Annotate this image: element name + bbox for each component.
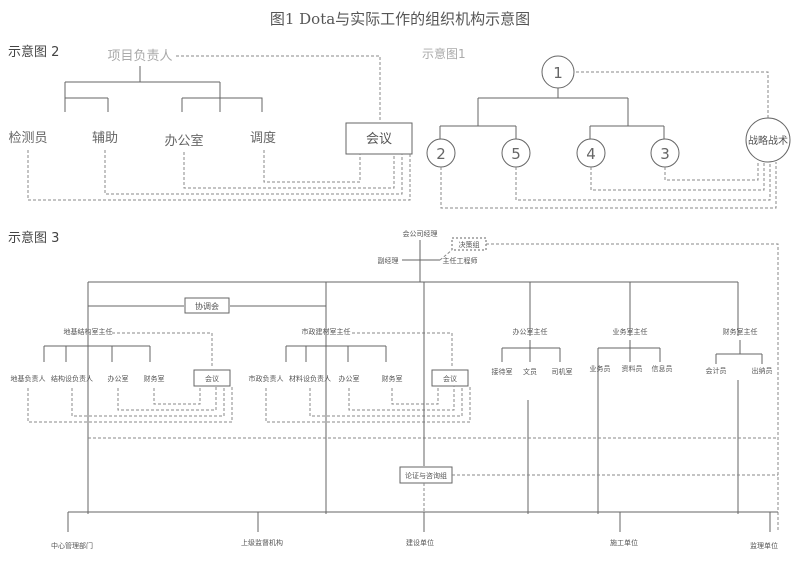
group-1-member-1: 地基负责人 <box>11 374 46 383</box>
diagram-2-meeting-box <box>345 122 413 155</box>
diagram-2-label: 示意图 2 <box>8 44 59 60</box>
group-4-member-2: 资料员 <box>622 364 643 373</box>
diagram-3-consulting: 论证与咨询组 <box>405 471 447 480</box>
diagram-3-review: 决策组 <box>459 240 480 249</box>
diagram-2-child-3: 办公室 <box>164 133 203 149</box>
diagram-3-coordination-box <box>184 297 230 314</box>
group-2-meeting-box <box>431 369 469 387</box>
diagram-2-child-4: 调度 <box>250 130 276 146</box>
diagram-3-label: 示意图 3 <box>8 230 59 246</box>
diagram-2-meeting: 会议 <box>366 132 392 147</box>
group-2-member-1: 市政负责人 <box>249 374 284 383</box>
diagram-1-root: 1 <box>553 64 563 82</box>
group-2-member-4: 财务室 <box>382 374 403 383</box>
bottom-unit-1: 中心管理部门 <box>51 541 93 550</box>
diagram-3-deputy: 副经理 <box>378 256 399 265</box>
diagram-1-strategy-node <box>745 117 791 163</box>
bottom-unit-4: 施工单位 <box>610 538 638 547</box>
group-5-member-1: 会计员 <box>706 366 727 375</box>
diagram-1-child-3: 4 <box>586 145 596 163</box>
group-1-meeting-box <box>193 369 231 387</box>
bottom-unit-3: 建设单位 <box>406 538 434 547</box>
group-5-head: 财务室主任 <box>723 327 758 336</box>
group-4-member-1: 业务员 <box>590 364 611 373</box>
diagram-1: 示意图1 1 2 5 4 3 战略战术 <box>422 46 791 209</box>
group-3-member-1: 接待室 <box>492 367 513 376</box>
group-2-member-2: 材料设负责人 <box>289 374 331 383</box>
group-2-member-3: 办公室 <box>339 374 360 383</box>
diagram-2-root: 项目负责人 <box>107 49 172 64</box>
group-1-member-4: 财务室 <box>144 374 165 383</box>
group-1-meeting: 会议 <box>205 374 219 383</box>
diagram-3-chief-engineer: 主任工程师 <box>443 256 478 265</box>
diagram-2-child-2: 辅助 <box>92 131 118 146</box>
diagram-1-child-1: 2 <box>436 145 446 163</box>
diagram-2: 示意图 2 项目负责人 检测员 辅助 办公室 调度 会议 <box>8 44 413 201</box>
group-2-meeting: 会议 <box>443 374 457 383</box>
group-3-member-2: 文员 <box>523 367 537 376</box>
diagram-1-label: 示意图1 <box>422 46 466 61</box>
group-4-member-3: 信息员 <box>652 364 673 373</box>
diagram-2-child-1: 检测员 <box>8 131 47 146</box>
diagram-3-top: 会公司经理 <box>403 229 438 238</box>
group-3-member-3: 司机室 <box>552 367 573 376</box>
diagram-1-child-2: 5 <box>511 145 521 163</box>
figure-title: 图1 Dota与实际工作的组织机构示意图 <box>270 10 530 28</box>
diagram-3-coordination: 协调会 <box>195 301 219 311</box>
diagram-1-child-4: 3 <box>660 145 670 163</box>
diagram-1-strategy: 战略战术 <box>748 134 788 147</box>
group-5-member-2: 出纳员 <box>752 366 773 375</box>
bottom-unit-2: 上级监督机构 <box>241 538 283 547</box>
diagram-3: 示意图 3 会公司经理 决策组 副经理 主任工程师 协调会 地基结构室主任 地基… <box>8 229 779 550</box>
bottom-unit-5: 监理单位 <box>750 541 778 550</box>
group-1-member-3: 办公室 <box>108 374 129 383</box>
group-1-member-2: 结构设负责人 <box>51 374 93 383</box>
